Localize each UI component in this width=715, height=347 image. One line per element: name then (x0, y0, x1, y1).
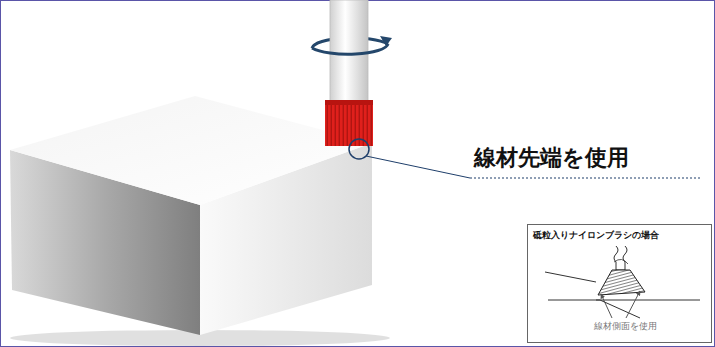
brush-bristles (325, 100, 373, 146)
inset-box (528, 225, 712, 343)
part-label: 線材側面を使用 (594, 320, 657, 333)
leader-arrow (601, 294, 612, 318)
inset-panel: 砥粒入りナイロンブラシの場合線材側面を使用 (528, 225, 711, 342)
leader-line (366, 156, 470, 178)
rotation-arrowhead (380, 36, 392, 46)
rotation-arrow (312, 44, 388, 54)
brush-shaft (330, 0, 368, 104)
inset-sketch (545, 246, 700, 318)
block-top-face (10, 96, 372, 205)
brush-hub (325, 100, 373, 105)
inset-brush (598, 270, 645, 295)
leader-line (470, 177, 702, 178)
leader-arrow (626, 291, 640, 318)
inset-heading: 砥粒入りナイロンブラシの場合 (533, 229, 659, 242)
callout-label: 線材先端を使用 (474, 146, 629, 170)
